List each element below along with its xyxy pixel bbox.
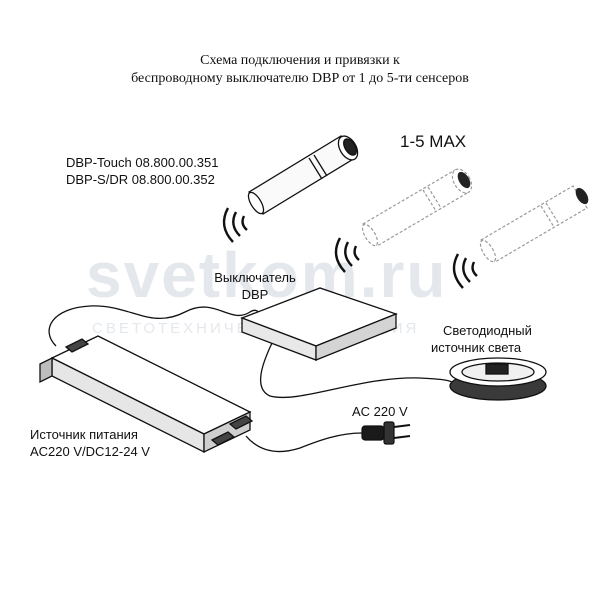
max-sensors-label: 1-5 MAX [400, 132, 467, 151]
sensor-dashed-2-head [575, 187, 589, 205]
sensor-solid [247, 135, 359, 215]
wireless-waves-dashed-1 [334, 237, 360, 273]
dbp-switch-box [240, 287, 398, 361]
psu-to-plug-cable [245, 432, 363, 453]
psu-label-line-1: Источник питания [30, 427, 138, 442]
ac-voltage-label: AC 220 V [352, 404, 408, 419]
power-supply-unit [39, 335, 254, 454]
title-line-2: беспроводному выключателю DBP от 1 до 5-… [131, 71, 469, 86]
switch-to-led-cable [260, 342, 453, 399]
sensor-model-label-2: DBP-S/DR 08.800.00.352 [66, 172, 215, 187]
sensor-dashed-2 [479, 185, 588, 263]
sensor-model-label-1: DBP-Touch 08.800.00.351 [66, 155, 219, 170]
led-light-source [449, 357, 547, 401]
sensor-dashed-1-head [457, 171, 471, 189]
wireless-waves-dashed-2 [452, 253, 478, 289]
led-label-line-1: Светодиодный [443, 323, 532, 338]
switch-label-line-1: Выключатель [214, 270, 296, 285]
wireless-waves-solid [222, 207, 248, 243]
title-line-1: Схема подключения и привязки к [200, 53, 400, 68]
psu-to-switch-cable [48, 305, 269, 347]
led-label-line-2: источник света [431, 340, 522, 355]
switch-label-line-2: DBP [241, 287, 269, 302]
power-plug [361, 421, 411, 445]
watermark-logo: svetkom.ru [86, 239, 448, 311]
psu-label-line-2: AC220 V/DC12-24 V [30, 444, 150, 459]
